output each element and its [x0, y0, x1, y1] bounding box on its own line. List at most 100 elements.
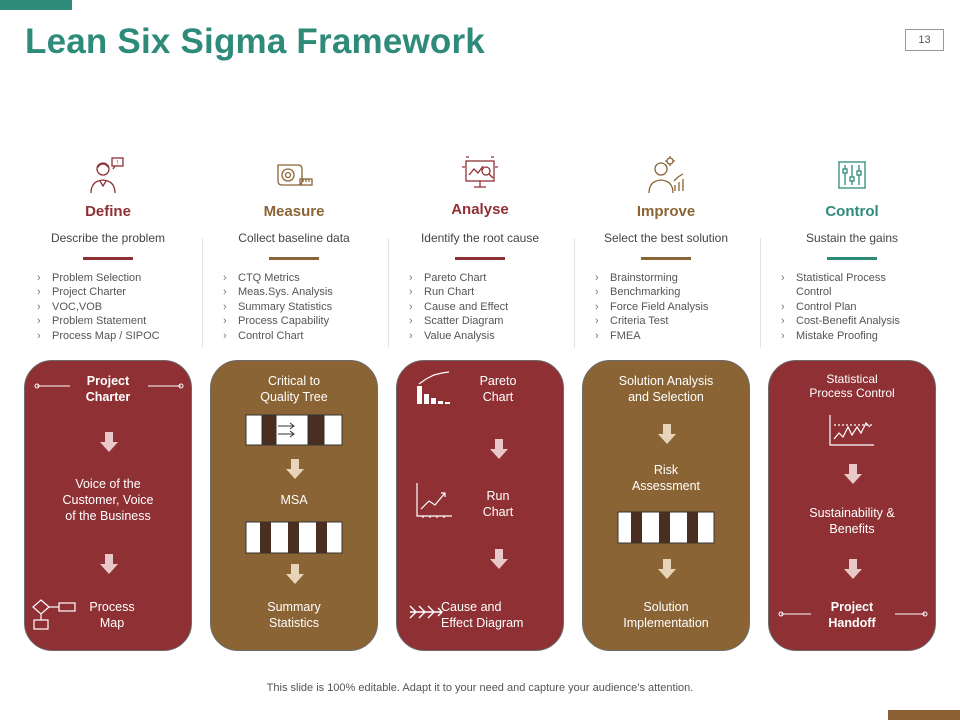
- card-middle-label: Sustainability &Benefits: [809, 506, 895, 536]
- phase-column-improve: Improve Select the best solution Brainst…: [573, 155, 759, 343]
- phase-rule: [827, 257, 877, 260]
- down-arrow-icon: [286, 459, 304, 479]
- list-item: Process Map / SIPOC: [37, 329, 201, 344]
- footer-note: This slide is 100% editable. Adapt it to…: [266, 682, 694, 694]
- phase-description: Sustain the gains: [805, 231, 899, 245]
- list-item: Summary Statistics: [223, 300, 387, 315]
- phase-column-measure: Measure Collect baseline data CTQ Metric…: [201, 155, 387, 343]
- analysis-screen-icon: [462, 156, 498, 188]
- list-item: Run Chart: [409, 285, 573, 300]
- process-map-icon: [32, 599, 76, 630]
- phase-items: Statistical Process Control Control Plan…: [759, 271, 945, 343]
- list-item: Benchmarking: [595, 285, 759, 300]
- card-middle-label: MSA: [280, 493, 308, 507]
- list-item: Pareto Chart: [409, 271, 573, 286]
- connector-line: [34, 383, 184, 389]
- list-item: Statistical Process: [781, 271, 945, 286]
- list-item: Problem Statement: [37, 314, 201, 329]
- column-divider: [760, 238, 761, 348]
- list-item: VOC,VOB: [37, 300, 201, 315]
- phase-title: Control: [825, 203, 879, 220]
- list-item: Cost-Benefit Analysis: [781, 314, 945, 329]
- column-divider: [574, 238, 575, 348]
- phase-description: Collect baseline data: [238, 231, 350, 245]
- phase-items: Pareto Chart Run Chart Cause and Effect …: [387, 271, 573, 343]
- down-arrow-icon: [100, 554, 118, 574]
- list-item: Scatter Diagram: [409, 314, 573, 329]
- list-item: FMEA: [595, 329, 759, 344]
- phase-description: Describe the problem: [50, 231, 166, 245]
- ctq-tree-icon: [245, 414, 343, 446]
- top-accent-bar: [0, 0, 72, 10]
- list-item: Project Charter: [37, 285, 201, 300]
- down-arrow-icon: [658, 559, 676, 579]
- list-item: CTQ Metrics: [223, 271, 387, 286]
- phase-rule: [269, 257, 319, 260]
- down-arrow-icon: [658, 424, 676, 444]
- phase-column-analyse: Analyse Identify the root cause Pareto C…: [387, 153, 573, 343]
- phase-items: Brainstorming Benchmarking Force Field A…: [573, 271, 759, 343]
- page-number: 13: [905, 29, 944, 51]
- presenter-icon: !: [90, 157, 124, 194]
- bottom-accent-bar: [888, 710, 960, 720]
- list-item: Control Plan: [781, 300, 945, 315]
- phase-title: Measure: [263, 203, 325, 220]
- list-item: Brainstorming: [595, 271, 759, 286]
- measuring-tape-icon: [277, 164, 313, 186]
- phase-description: Identify the root cause: [420, 231, 540, 245]
- page-title: Lean Six Sigma Framework: [25, 22, 485, 61]
- phase-column-define: ! Define Describe the problem Problem Se…: [15, 155, 201, 343]
- down-arrow-icon: [844, 559, 862, 579]
- pareto-chart-icon: [417, 371, 450, 404]
- msa-bar-icon: [245, 521, 343, 554]
- phase-rule: [83, 257, 133, 260]
- phase-rule: [641, 257, 691, 260]
- connector-line: [778, 611, 928, 617]
- column-divider: [388, 238, 389, 348]
- list-item: Mistake Proofing: [781, 329, 945, 344]
- down-arrow-icon: [490, 549, 508, 569]
- phase-title: Improve: [636, 203, 696, 220]
- list-item: Cause and Effect: [409, 300, 573, 315]
- phase-title: Analyse: [451, 201, 509, 218]
- list-item: Meas.Sys. Analysis: [223, 285, 387, 300]
- list-item: Problem Selection: [37, 271, 201, 286]
- control-chart-icon: [829, 415, 874, 446]
- run-chart-icon: [416, 483, 452, 518]
- down-arrow-icon: [490, 439, 508, 459]
- column-divider: [202, 238, 203, 348]
- list-item: Process Capability: [223, 314, 387, 329]
- phase-items: CTQ Metrics Meas.Sys. Analysis Summary S…: [201, 271, 387, 343]
- phase-description: Select the best solution: [603, 231, 729, 245]
- phase-column-control: Control Sustain the gains Statistical Pr…: [759, 155, 945, 343]
- risk-assessment-bar-icon: [617, 511, 715, 544]
- list-item: Criteria Test: [595, 314, 759, 329]
- list-item: Control: [796, 286, 832, 299]
- phase-rule: [455, 257, 505, 260]
- control-sliders-icon: [838, 161, 866, 189]
- list-item: Control Chart: [223, 329, 387, 344]
- down-arrow-icon: [100, 432, 118, 452]
- list-item: Force Field Analysis: [595, 300, 759, 315]
- phase-items: Problem Selection Project Charter VOC,VO…: [15, 271, 201, 343]
- down-arrow-icon: [286, 564, 304, 584]
- list-item: Value Analysis: [409, 329, 573, 344]
